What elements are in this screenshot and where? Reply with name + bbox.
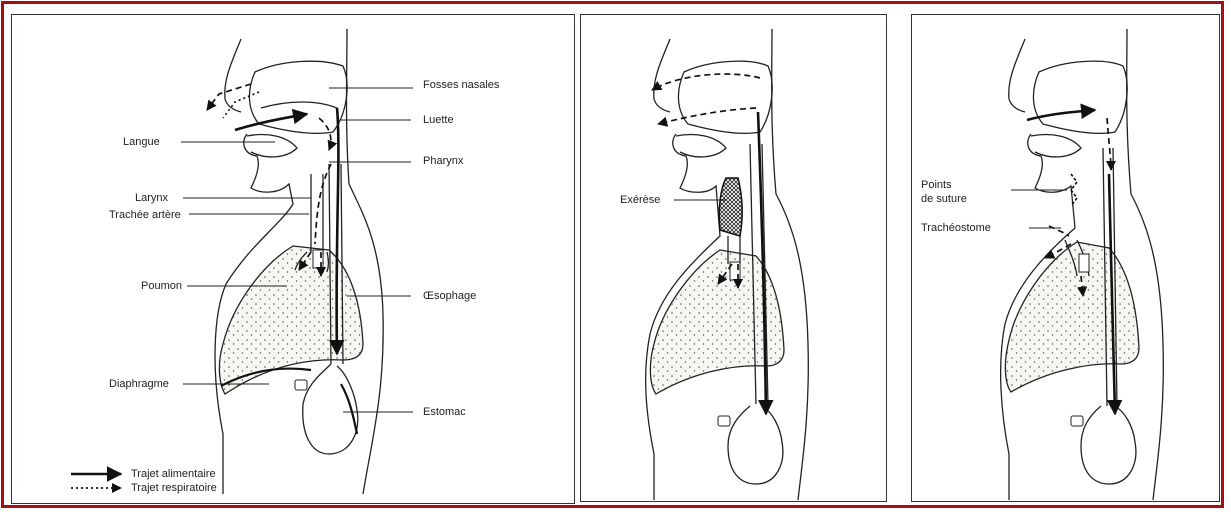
label-de-suture: de suture: [921, 193, 967, 205]
label-tracheostome: Trachéostome: [921, 222, 991, 234]
label-poumon: Poumon: [141, 280, 182, 292]
label-larynx: Larynx: [135, 192, 169, 204]
panel-tracheostomy: Points de suture Trachéostome: [911, 14, 1220, 502]
anatomy-labels: Exérèse: [620, 194, 660, 206]
label-diaphragme: Diaphragme: [109, 378, 169, 390]
label-luette: Luette: [423, 114, 454, 126]
label-trachee: Trachée artère: [109, 209, 181, 221]
label-pharynx: Pharynx: [423, 155, 464, 167]
label-langue: Langue: [123, 136, 160, 148]
excised-block: [719, 178, 742, 236]
label-estomac: Estomac: [423, 406, 466, 418]
label-fosses-nasales: Fosses nasales: [423, 79, 500, 91]
label-oesophage: Œsophage: [423, 290, 476, 302]
legend-label-respiratoire: Trajet respiratoire: [131, 482, 217, 494]
panel-normal-anatomy: Fosses nasales Luette Langue Pharynx Lar…: [11, 14, 575, 504]
label-exerese: Exérèse: [620, 194, 660, 206]
label-points: Points: [921, 179, 952, 191]
legend-label-alimentaire: Trajet alimentaire: [131, 468, 216, 480]
panel-excision: Exérèse: [580, 14, 887, 502]
